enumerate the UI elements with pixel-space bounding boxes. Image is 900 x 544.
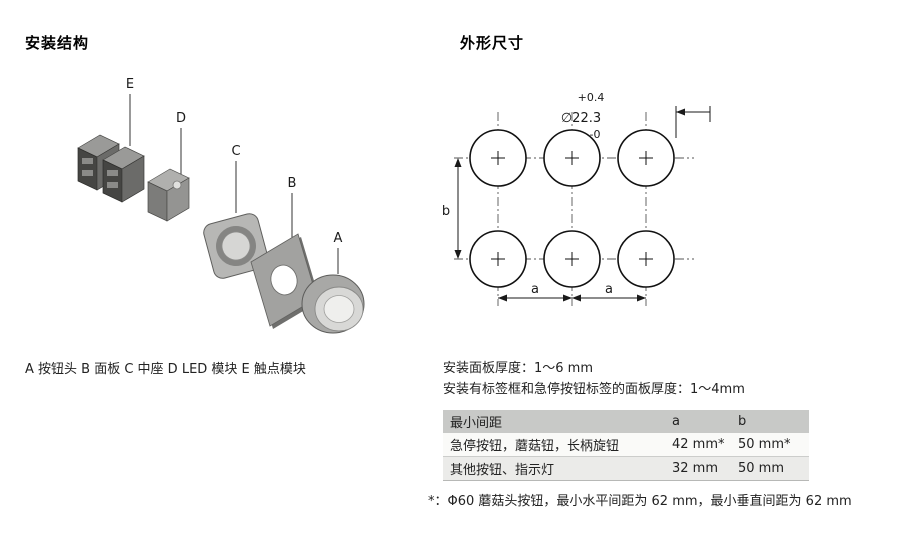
- part-label-b: B: [288, 176, 297, 191]
- part-label-c: C: [231, 144, 240, 159]
- dimension-diagram: b a a +0.4 ∅22.3 -0: [442, 91, 711, 306]
- overall-dimensions-title: 外形尺寸: [460, 34, 525, 52]
- part-label-a: A: [334, 231, 343, 246]
- dimension-a1-label: a: [531, 282, 539, 297]
- led-module-part: [147, 168, 190, 222]
- table-header-row: 最小间距 a b: [443, 410, 809, 433]
- row-name: 其他按钮、指示灯: [450, 463, 555, 478]
- minimum-spacing-table: 最小间距 a b 急停按钮，蘑菇钮，长柄旋钮 42 mm* 50 mm* 其他按…: [443, 410, 809, 481]
- row-a-value: 32 mm: [672, 461, 719, 476]
- button-head-part: [301, 274, 365, 334]
- dimension-a: a a: [498, 282, 646, 302]
- dimension-diameter: +0.4 ∅22.3 -0: [561, 91, 711, 141]
- table-row: 其他按钮、指示灯 32 mm 50 mm: [443, 456, 809, 481]
- mushroom-button-footnote: *：Φ60 蘑菇头按钮，最小水平间距为 62 mm，最小垂直间距为 62 mm: [428, 494, 852, 509]
- part-label-d: D: [176, 111, 186, 126]
- part-label-e: E: [126, 77, 134, 92]
- tolerance-plus-label: +0.4: [578, 91, 605, 104]
- table-row: 急停按钮，蘑菇钮，长柄旋钮 42 mm* 50 mm*: [443, 433, 809, 457]
- row-b-value: 50 mm: [738, 461, 785, 476]
- row-name: 急停按钮，蘑菇钮，长柄旋钮: [450, 439, 620, 454]
- dimension-b-label: b: [442, 204, 450, 219]
- row-a-value: 42 mm*: [672, 437, 725, 452]
- header-a: a: [672, 414, 680, 429]
- row-b-value: 50 mm*: [738, 437, 791, 452]
- leader-lines: [129, 94, 339, 274]
- dimension-a2-label: a: [605, 282, 613, 297]
- header-min-spacing: 最小间距: [450, 416, 503, 431]
- panel-thickness-notes: 安装面板厚度：1～6 mm 安装有标签框和急停按钮标签的面板厚度：1～4mm: [443, 358, 863, 400]
- exploded-view-diagram: E D C B A: [77, 77, 365, 334]
- panel-thickness-note-1: 安装面板厚度：1～6 mm: [443, 361, 594, 376]
- exploded-view-caption: A 按钮头 B 面板 C 中座 D LED 模块 E 触点模块: [25, 362, 306, 377]
- tolerance-minus-label: -0: [590, 128, 601, 141]
- dimension-b: b: [442, 158, 462, 259]
- crosshair-marks: [491, 151, 653, 266]
- panel-thickness-note-2: 安装有标签框和急停按钮标签的面板厚度：1～4mm: [443, 382, 745, 397]
- installation-structure-title: 安装结构: [25, 34, 90, 52]
- contact-module-part: [77, 134, 145, 203]
- header-b: b: [738, 414, 747, 429]
- diameter-label: ∅22.3: [561, 111, 601, 126]
